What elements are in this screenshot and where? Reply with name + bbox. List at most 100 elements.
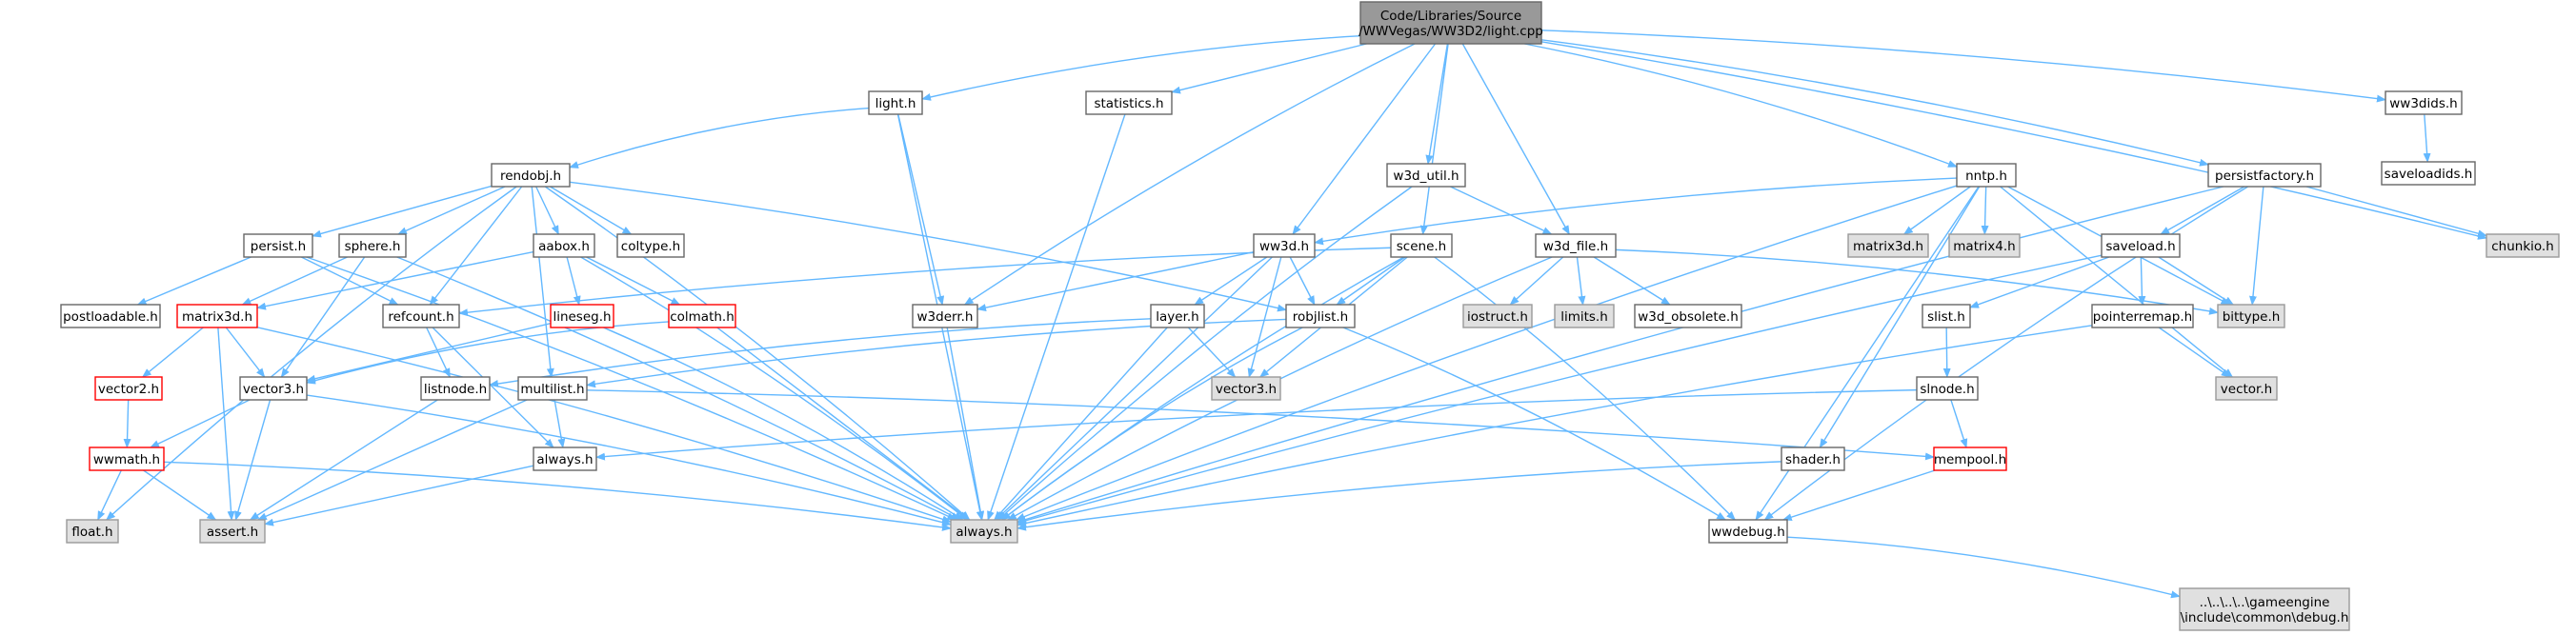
node-label: /WWVegas/WW3D2/light.cpp bbox=[1358, 24, 1543, 39]
node-statistics-h[interactable]: statistics.h bbox=[1085, 90, 1173, 115]
node-always-h-w[interactable]: always.h bbox=[533, 446, 597, 471]
edge-ww3d_h-to-w3derr_h bbox=[976, 250, 1255, 312]
edge-saveload_h-to-pointerremap_h bbox=[2138, 256, 2146, 306]
node-saveload-h[interactable]: saveload.h bbox=[2101, 233, 2181, 258]
node-label: \include\common\debug.h bbox=[2181, 610, 2349, 625]
node-always-h[interactable]: always.h bbox=[950, 519, 1018, 544]
node-ww3d-h[interactable]: ww3d.h bbox=[1253, 233, 1316, 258]
edge-nntp_h-to-shader_h bbox=[1819, 186, 1981, 448]
node-scene-h[interactable]: scene.h bbox=[1390, 233, 1453, 258]
edge-light_cpp-to-statistics_h bbox=[1171, 43, 1367, 94]
node-persistfactory-h[interactable]: persistfactory.h bbox=[2207, 163, 2322, 188]
edge-slnode_h-to-always_h_w bbox=[595, 388, 1918, 461]
node-colmath-h[interactable]: colmath.h bbox=[668, 304, 736, 328]
node-box bbox=[1933, 446, 2007, 471]
node-shader-h[interactable]: shader.h bbox=[1781, 446, 1845, 471]
node-persist-h[interactable]: persist.h bbox=[243, 233, 313, 258]
node-coltype-h[interactable]: coltype.h bbox=[616, 233, 685, 258]
node-vector3-h[interactable]: vector3.h bbox=[239, 376, 308, 401]
edge-lineseg_h-to-always_h bbox=[603, 327, 964, 521]
edge-light_cpp-to-light_h bbox=[921, 34, 1361, 101]
edge-wwmath_h-to-assert_h bbox=[143, 469, 217, 521]
edge-persistfactory_h-to-saveload_h bbox=[2160, 186, 2245, 235]
node-limits-h[interactable]: limits.h bbox=[1554, 304, 1615, 328]
node-box bbox=[2179, 587, 2350, 631]
node-w3d-file-h[interactable]: w3d_file.h bbox=[1535, 233, 1617, 258]
node-bittype-h[interactable]: bittype.h bbox=[2217, 304, 2285, 328]
edge-scene_h-to-wwdebug_h bbox=[1434, 256, 1736, 521]
node-saveloadids-h[interactable]: saveloadids.h bbox=[2381, 161, 2476, 186]
node-box bbox=[1708, 519, 1788, 544]
node-assert-h[interactable]: assert.h bbox=[199, 519, 266, 544]
node-float-h[interactable]: float.h bbox=[66, 519, 119, 544]
node-box bbox=[950, 519, 1018, 544]
node-box bbox=[550, 304, 614, 328]
node-label: chunkio.h bbox=[2491, 239, 2554, 254]
node-label: coltype.h bbox=[621, 239, 680, 254]
node-box bbox=[517, 376, 588, 401]
node-listnode-h[interactable]: listnode.h bbox=[420, 376, 491, 401]
edge-sphere_h-to-vector3_h bbox=[280, 256, 366, 378]
node-sphere-h[interactable]: sphere.h bbox=[338, 233, 407, 258]
node-ww3dids-h[interactable]: ww3dids.h bbox=[2385, 90, 2463, 115]
node-robjlist-h[interactable]: robjlist.h bbox=[1285, 304, 1356, 328]
edge-lineseg_h-to-vector3_h bbox=[306, 323, 552, 383]
node-box bbox=[1847, 233, 1929, 258]
node-label: saveload.h bbox=[2105, 239, 2175, 254]
node-w3d-util-h[interactable]: w3d_util.h bbox=[1386, 163, 1466, 188]
node-light-h[interactable]: light.h bbox=[868, 90, 923, 115]
edge-light_cpp-to-w3d_file_h bbox=[1461, 43, 1570, 235]
node-box bbox=[66, 519, 119, 544]
node-box bbox=[2091, 304, 2194, 328]
node-box bbox=[1386, 163, 1466, 188]
node-refcount-h[interactable]: refcount.h bbox=[382, 304, 460, 328]
node-label: pointerremap.h bbox=[2093, 309, 2192, 325]
node-wwdebug-h[interactable]: wwdebug.h bbox=[1708, 519, 1788, 544]
node-vector-h[interactable]: vector.h bbox=[2215, 376, 2278, 401]
node-layer-h[interactable]: layer.h bbox=[1150, 304, 1205, 328]
node-label: shader.h bbox=[1785, 452, 1841, 467]
node-lineseg-h[interactable]: lineseg.h bbox=[550, 304, 614, 328]
node-multilist-h[interactable]: multilist.h bbox=[517, 376, 588, 401]
edge-colmath_h-to-always_h bbox=[716, 327, 971, 521]
edge-light_cpp-to-w3d_util_h bbox=[1425, 43, 1449, 165]
node-nntp-h[interactable]: nntp.h bbox=[1956, 163, 2017, 188]
node-box bbox=[243, 233, 313, 258]
edge-light_cpp-to-scene_h bbox=[1419, 43, 1449, 235]
node-slist-h[interactable]: slist.h bbox=[1922, 304, 1971, 328]
node-slnode-h[interactable]: slnode.h bbox=[1916, 376, 1979, 401]
node-debug-h[interactable]: ..\..\..\..\gameengine\include\common\de… bbox=[2179, 587, 2350, 631]
node-label: always.h bbox=[956, 525, 1012, 540]
edge-slnode_h-to-mempool_h bbox=[1950, 399, 1968, 448]
node-box bbox=[1922, 304, 1971, 328]
node-label: listnode.h bbox=[424, 382, 487, 397]
node-label: Code/Libraries/Source bbox=[1380, 9, 1521, 24]
node-vector2-h[interactable]: vector2.h bbox=[94, 376, 163, 401]
node-label: rendobj.h bbox=[500, 169, 561, 184]
node-postloadable-h[interactable]: postloadable.h bbox=[60, 304, 161, 328]
node-pointerremap-h[interactable]: pointerremap.h bbox=[2091, 304, 2194, 328]
node-matrix3d-h-r[interactable]: matrix3d.h bbox=[176, 304, 258, 328]
node-label: sphere.h bbox=[345, 239, 401, 254]
node-label: lineseg.h bbox=[553, 309, 611, 325]
edge-ww3d_h-to-robjlist_h bbox=[1289, 256, 1316, 306]
node-matrix3d-h-g[interactable]: matrix3d.h bbox=[1847, 233, 1929, 258]
edge-light_h-to-rendobj_h bbox=[569, 107, 870, 169]
node-w3d-obsolete-h[interactable]: w3d_obsolete.h bbox=[1634, 304, 1742, 328]
edge-robjlist_h-to-always_h bbox=[1000, 327, 1303, 521]
node-iostruct-h[interactable]: iostruct.h bbox=[1462, 304, 1533, 328]
node-rendobj-h[interactable]: rendobj.h bbox=[491, 163, 571, 188]
edge-w3d_file_h-to-w3d_obsolete_h bbox=[1593, 256, 1671, 306]
node-aabox-h[interactable]: aabox.h bbox=[533, 233, 595, 258]
node-box bbox=[1359, 1, 1542, 45]
node-mempool-h[interactable]: mempool.h bbox=[1933, 446, 2007, 471]
edge-matrix3d_h_r-to-always_h bbox=[256, 327, 952, 524]
node-wwmath-h[interactable]: wwmath.h bbox=[89, 446, 165, 471]
edge-ww3dids_h-to-saveloadids_h bbox=[2423, 113, 2431, 163]
node-vector3-h-g[interactable]: vector3.h bbox=[1211, 376, 1281, 401]
node-matrix4-h[interactable]: matrix4.h bbox=[1948, 233, 2021, 258]
node-label: wwmath.h bbox=[93, 452, 160, 467]
node-chunkio-h[interactable]: chunkio.h bbox=[2485, 233, 2560, 258]
node-w3derr-h[interactable]: w3derr.h bbox=[912, 304, 978, 328]
node-light-cpp[interactable]: Code/Libraries/Source/WWVegas/WW3D2/ligh… bbox=[1358, 1, 1543, 45]
